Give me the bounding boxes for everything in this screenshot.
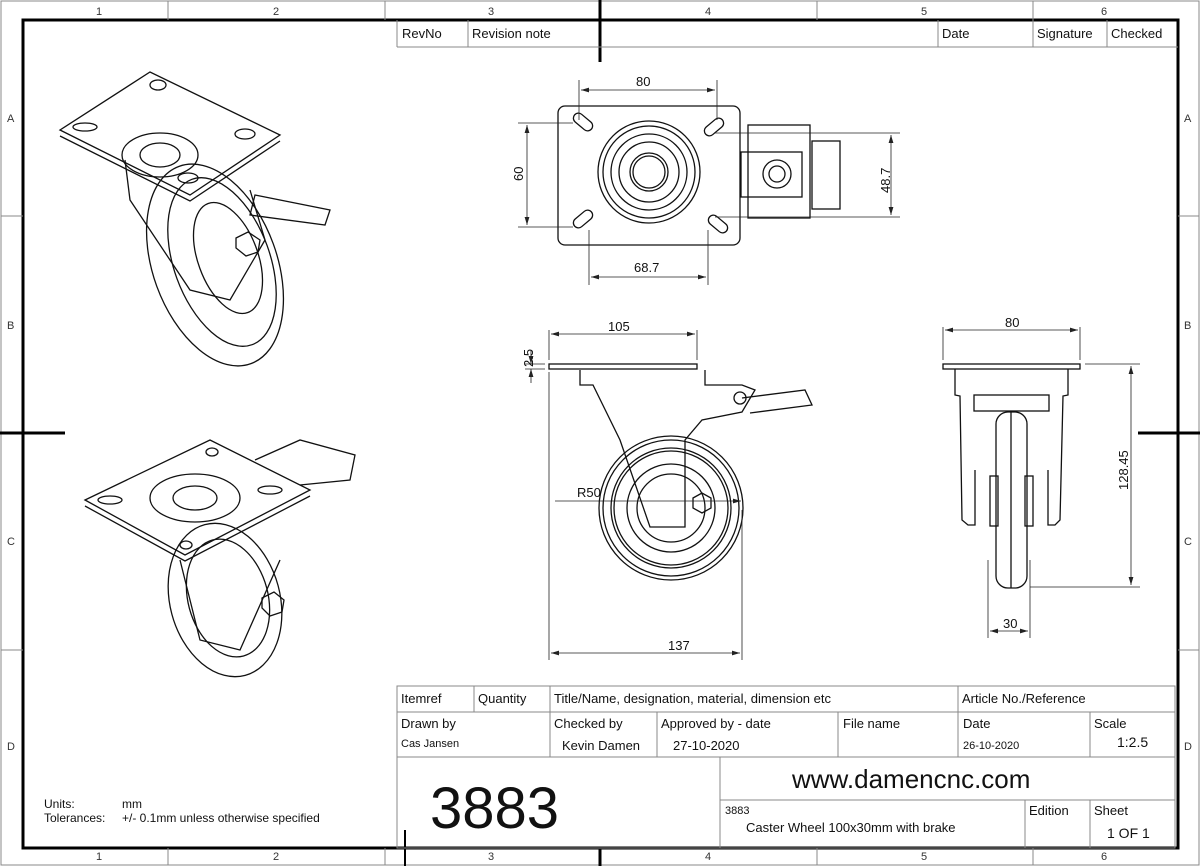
- zone-row-c: C: [7, 536, 15, 548]
- zone-col-3: 3: [488, 6, 494, 18]
- isometric-view-top: [58, 71, 331, 367]
- tolerances-value: +/- 0.1mm unless otherwise specified: [122, 811, 320, 825]
- zone-row-d-right: D: [1184, 741, 1192, 753]
- zone-row-a: A: [7, 113, 15, 125]
- top-view: 80 60 68.7 48.7: [511, 74, 900, 285]
- date-label: Date: [963, 716, 990, 731]
- part-title: Caster Wheel 100x30mm with brake: [746, 820, 956, 835]
- revision-note-header: Revision note: [472, 26, 551, 41]
- zone-col-2: 2: [273, 6, 279, 18]
- dim-top-width: 80: [636, 74, 650, 89]
- title-block: Itemref Quantity Title/Name, designation…: [396, 685, 1176, 849]
- zone-col-4: 4: [705, 6, 711, 18]
- dim-wheel-width: 30: [1003, 616, 1017, 631]
- isometric-view-bottom: [83, 439, 356, 678]
- general-notes: Units: mm Tolerances: +/- 0.1mm unless o…: [44, 797, 320, 825]
- dim-hole-spacing: 68.7: [634, 260, 659, 275]
- revision-date-header: Date: [942, 26, 969, 41]
- drawing-number: 3883: [430, 776, 559, 841]
- edition-label: Edition: [1029, 803, 1069, 818]
- dim-overall-length: 137: [668, 638, 690, 653]
- approved-date: 27-10-2020: [673, 738, 740, 753]
- title-header: Title/Name, designation, material, dimen…: [554, 691, 831, 706]
- website: www.damencnc.com: [791, 764, 1030, 794]
- date-value: 26-10-2020: [963, 740, 1019, 752]
- dim-plate-width: 105: [608, 319, 630, 334]
- zone-col-5-bottom: 5: [921, 851, 927, 863]
- itemref-header: Itemref: [401, 691, 442, 706]
- zone-col-5: 5: [921, 6, 927, 18]
- revno-header: RevNo: [402, 26, 442, 41]
- zone-labels: 1 2 3 4 5 6 1 2 3 4 5 6 A B C D A B C D: [7, 6, 1192, 863]
- dim-top-height: 60: [511, 167, 526, 181]
- dim-brake-width: 48.7: [878, 168, 893, 193]
- checked-header: Checked: [1111, 26, 1162, 41]
- signature-header: Signature: [1037, 26, 1093, 41]
- drawn-by-value: Cas Jansen: [401, 738, 459, 750]
- dim-wheel-radius: R50: [577, 485, 601, 500]
- zone-row-b: B: [7, 320, 14, 332]
- file-name-label: File name: [843, 716, 900, 731]
- zone-col-6: 6: [1101, 6, 1107, 18]
- scale-label: Scale: [1094, 716, 1127, 731]
- revision-table: RevNo Revision note Date Signature Check…: [396, 20, 1178, 48]
- units-value: mm: [122, 797, 142, 811]
- zone-col-2-bottom: 2: [273, 851, 279, 863]
- tolerances-label: Tolerances:: [44, 811, 105, 825]
- dim-plate-thickness: 2.5: [521, 349, 536, 367]
- quantity-header: Quantity: [478, 691, 527, 706]
- zone-col-6-bottom: 6: [1101, 851, 1107, 863]
- zone-row-b-right: B: [1184, 320, 1191, 332]
- zone-col-3-bottom: 3: [488, 851, 494, 863]
- zone-col-1-bottom: 1: [96, 851, 102, 863]
- scale-value: 1:2.5: [1117, 734, 1148, 750]
- checked-by-label: Checked by: [554, 716, 623, 731]
- part-number: 3883: [725, 805, 749, 817]
- zone-row-a-right: A: [1184, 113, 1192, 125]
- drawn-by-label: Drawn by: [401, 716, 456, 731]
- side-view: 80 128.45 30: [942, 315, 1140, 638]
- units-label: Units:: [44, 797, 75, 811]
- zone-row-d: D: [7, 741, 15, 753]
- sheet-value: 1 OF 1: [1107, 825, 1150, 841]
- dim-overall-height: 128.45: [1116, 450, 1131, 490]
- sheet-label: Sheet: [1094, 803, 1128, 818]
- approved-label: Approved by - date: [661, 716, 771, 731]
- dim-side-width: 80: [1005, 315, 1019, 330]
- zone-col-1: 1: [96, 6, 102, 18]
- zone-row-c-right: C: [1184, 536, 1192, 548]
- zone-col-4-bottom: 4: [705, 851, 711, 863]
- front-view: 105 2.5 R50 137: [521, 319, 813, 660]
- checked-by-value: Kevin Damen: [562, 738, 640, 753]
- article-header: Article No./Reference: [962, 691, 1086, 706]
